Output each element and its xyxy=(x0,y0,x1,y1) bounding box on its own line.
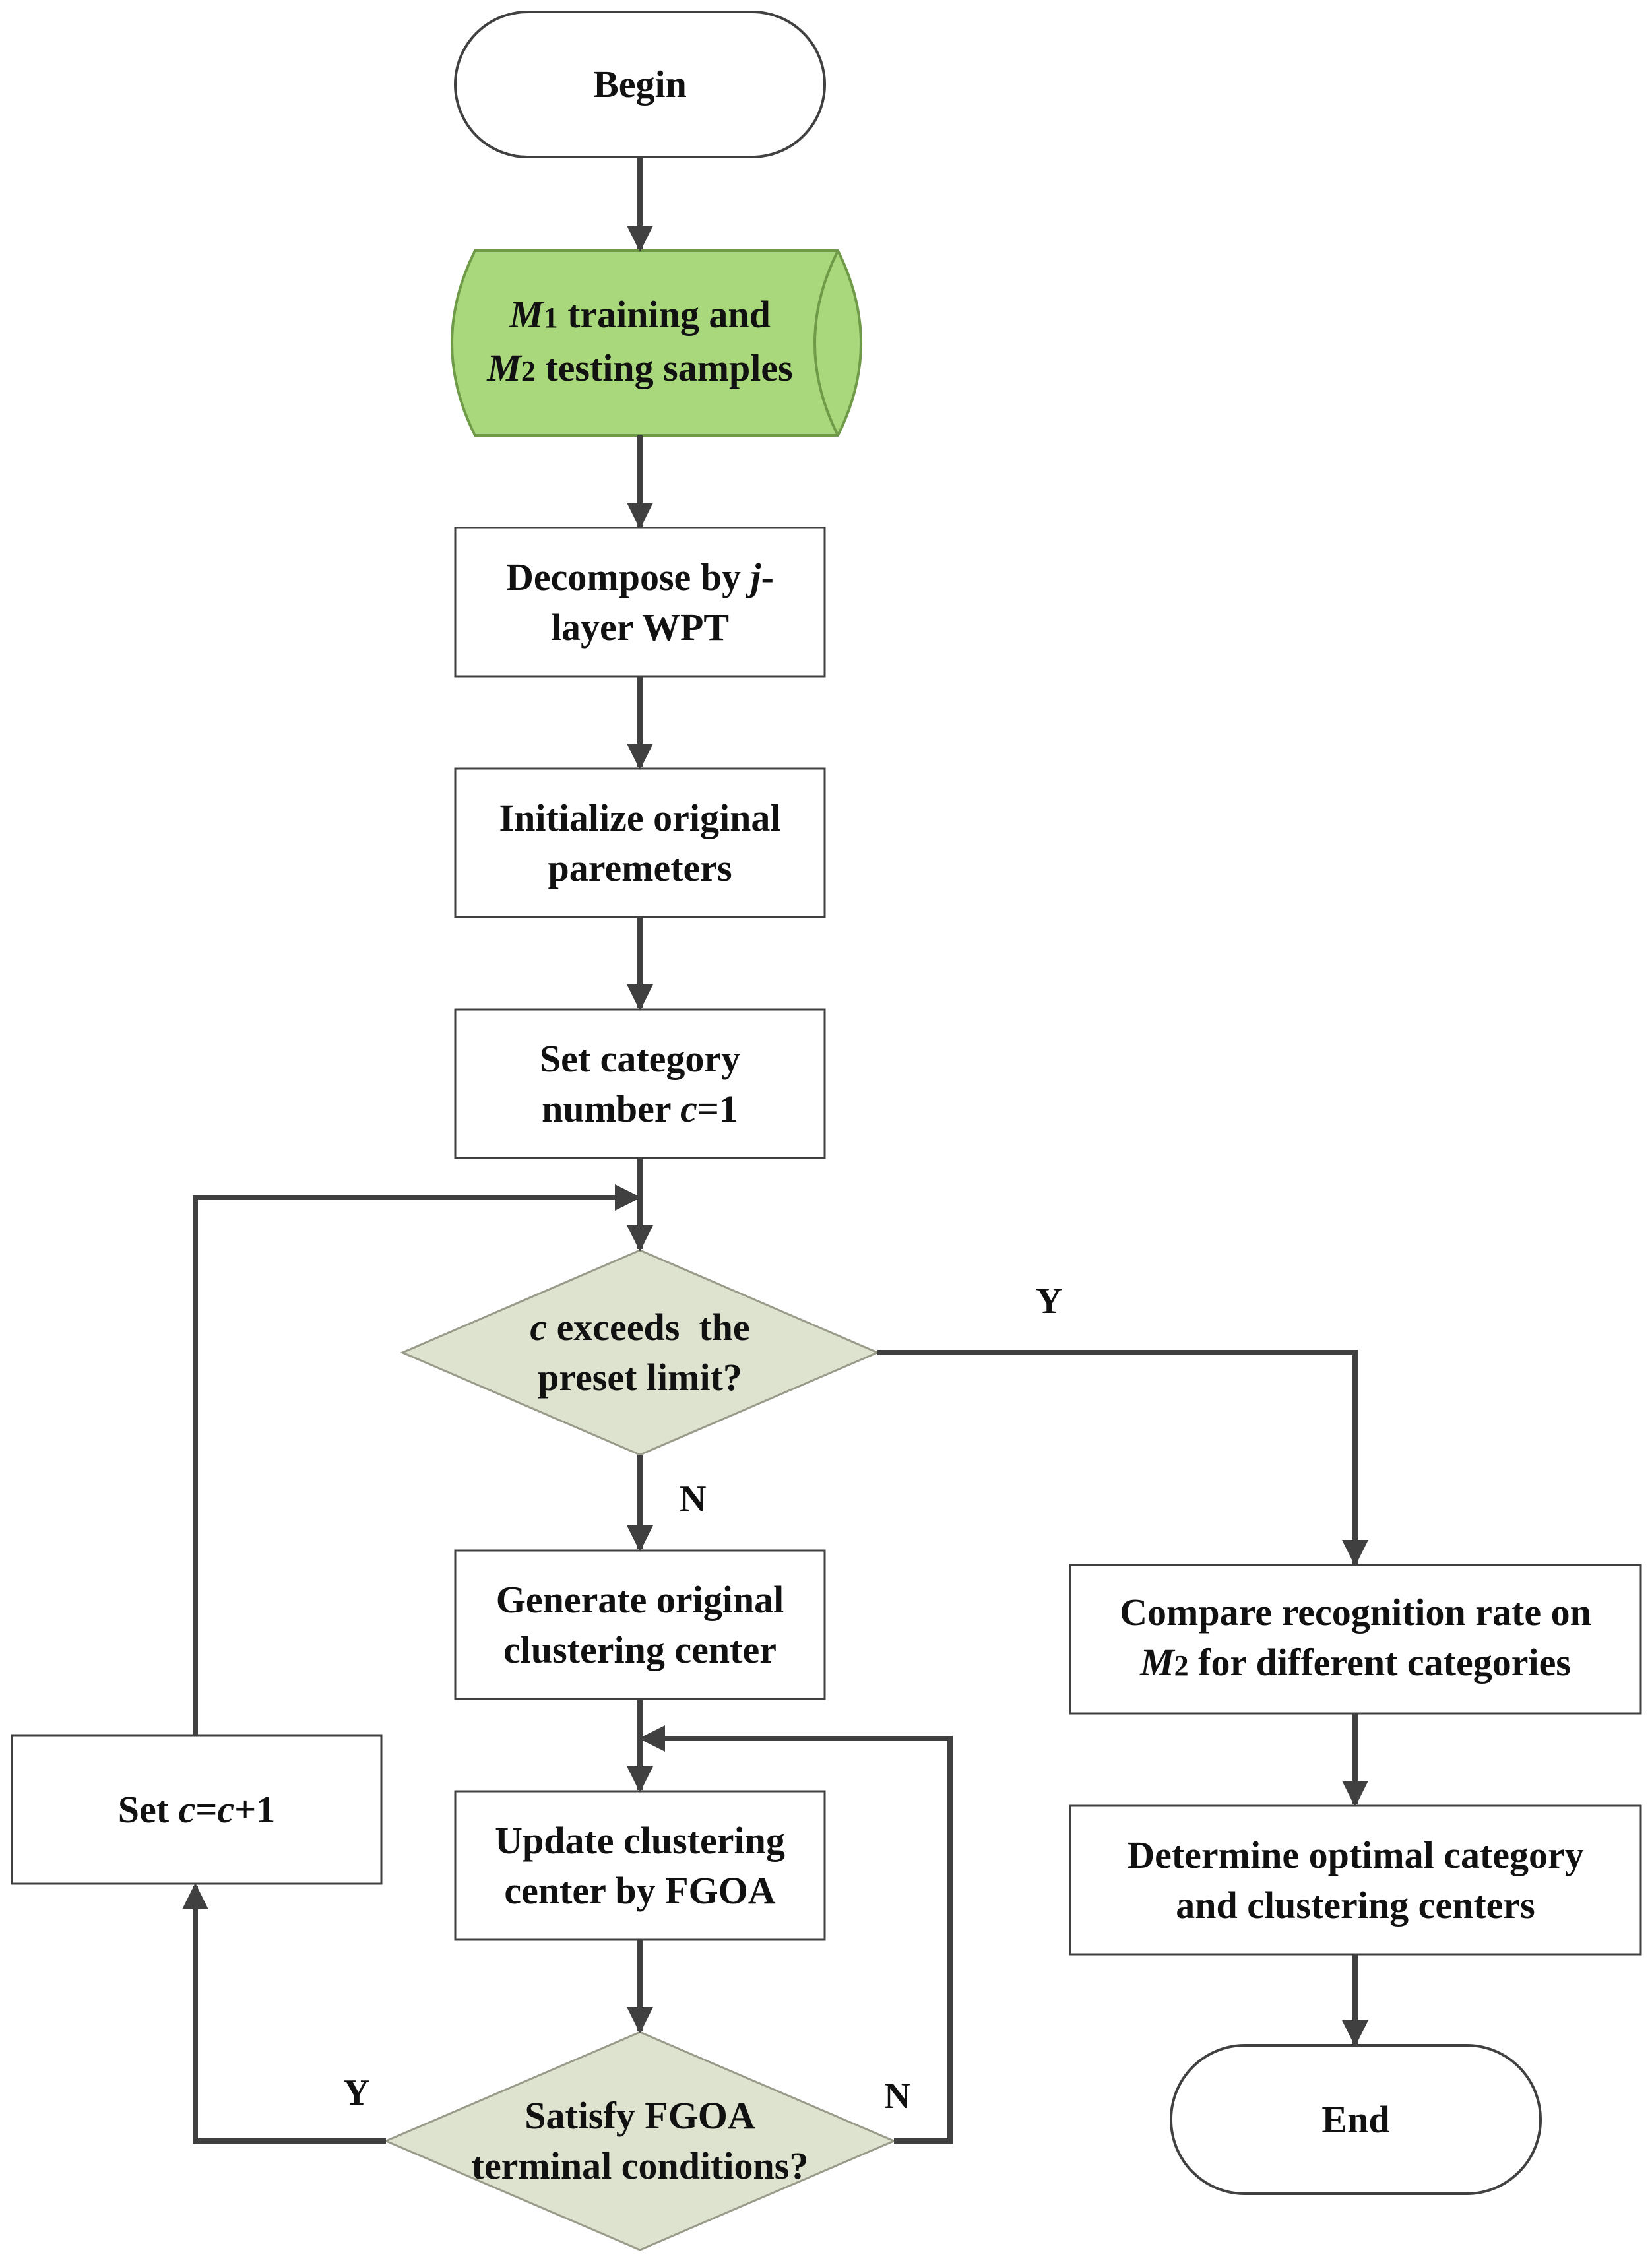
set-category-label: Set category number c=1 xyxy=(539,1037,741,1130)
decompose-box xyxy=(454,527,826,678)
terminal-no-label: N xyxy=(884,2076,911,2117)
terminal-yes-label: Y xyxy=(343,2072,370,2113)
compare-label: Compare recognition rate on M2 for diffe… xyxy=(1120,1591,1591,1684)
begin-label: Begin xyxy=(593,63,687,106)
terminal-decision-label: Satisfy FGOA terminal conditions? xyxy=(471,2094,809,2187)
arrow-terminal-yes-to-increment xyxy=(182,1883,386,2144)
arrow-decision-yes-to-compare xyxy=(877,1350,1368,1566)
determine-box xyxy=(1069,1804,1642,1956)
samples-label: M1 training and M2 testing samples xyxy=(487,293,793,389)
initialize-box xyxy=(454,767,826,918)
terminal-decision-diamond xyxy=(383,2031,897,2251)
set-category-box xyxy=(454,1008,826,1159)
samples-storage-inner-curve xyxy=(813,250,839,436)
decompose-label: Decompose by j- layer WPT xyxy=(506,555,774,649)
limit-decision-label: c exceeds the preset limit? xyxy=(530,1306,750,1399)
limit-no-label: N xyxy=(680,1479,707,1519)
determine-label: Determine optimal category and clusterin… xyxy=(1127,1833,1584,1927)
update-label: Update clustering center by FGOA xyxy=(495,1818,785,1912)
initialize-label: Initialize original paremeters xyxy=(499,796,781,889)
end-label: End xyxy=(1321,2097,1390,2141)
generate-label: Generate original clustering center xyxy=(495,1578,784,1671)
arrow-increment-loop-to-decision xyxy=(193,1184,641,1735)
set-increment-label: Set c=c+1 xyxy=(117,1787,276,1831)
limit-yes-label: Y xyxy=(1036,1281,1063,1322)
compare-box xyxy=(1069,1564,1642,1715)
arrow-terminal-no-loop-to-update xyxy=(639,1725,953,2144)
